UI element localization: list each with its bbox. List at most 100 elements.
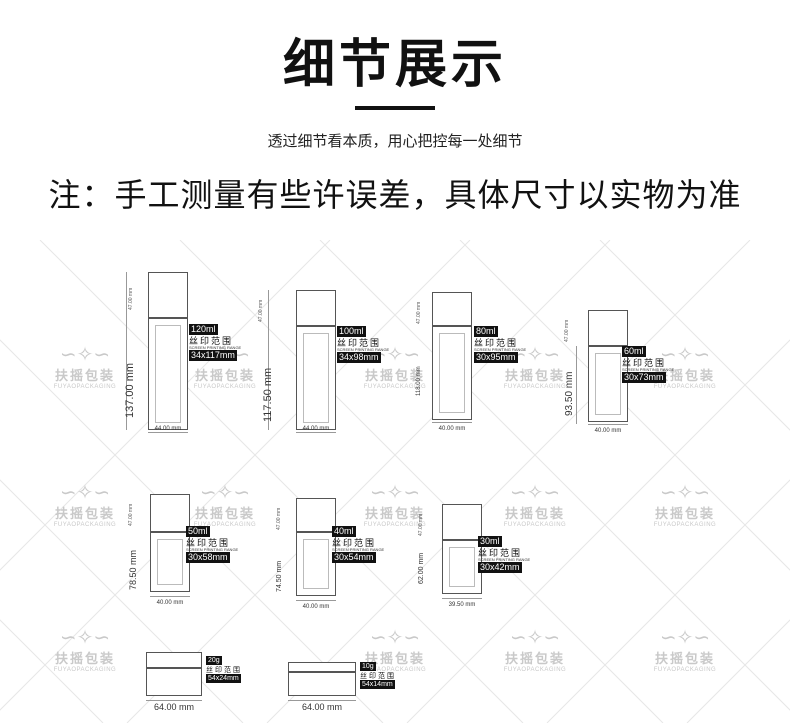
volume-badge: 80ml: [474, 326, 498, 337]
width-dimension-line: [146, 700, 202, 701]
volume-badge: 60ml: [622, 346, 646, 357]
cap-height-dimension: 47.00 mm: [418, 513, 424, 536]
bottle-50ml: 47.00 mm 78.50 mm 40.00 mm 50ml 丝印范围 SCR…: [124, 492, 274, 612]
volume-badge: 30ml: [478, 536, 502, 547]
width-dimension-line: [296, 600, 336, 601]
volume-badge: 120ml: [189, 324, 218, 335]
height-dimension: 74.50 mm: [276, 560, 283, 592]
bottle-30ml: 47.00 mm 62.00 mm 39.50 mm 30ml 丝印范围 SCR…: [414, 502, 564, 614]
width-dimension-line: [442, 598, 482, 599]
width-dimension: 64.00 mm: [153, 702, 195, 712]
print-range-label-en: SCREEN PRINTING RANGE: [186, 547, 239, 552]
spec-label: 60ml 丝印范围 SCREEN PRINTING RANGE 30x73mm: [622, 346, 674, 383]
bottle-body: [296, 532, 336, 596]
height-dimension: 78.50 mm: [128, 549, 138, 590]
volume-badge: 10g: [360, 662, 376, 671]
print-range-label: 丝印范围: [478, 548, 523, 558]
print-range-label-en: SCREEN PRINTING RANGE: [478, 557, 531, 562]
print-size-badge: 34x117mm: [189, 350, 237, 361]
bottle-120ml: 137.00 mm 47.00 mm 44.00 mm 120ml 丝印范围 S…: [110, 268, 310, 438]
jar-10g: 64.00 mm 10g 丝印范围 54x14mm: [276, 660, 436, 720]
print-size-badge: 54x14mm: [360, 680, 395, 689]
width-dimension: 44.00 mm: [302, 426, 330, 432]
spec-label: 100ml 丝印范围 SCREEN PRINTING RANGE 34x98mm: [337, 326, 389, 363]
spec-label: 10g 丝印范围 54x14mm: [360, 662, 396, 689]
jar-lid: [288, 662, 356, 672]
volume-badge: 100ml: [337, 326, 366, 337]
width-dimension-line: [148, 432, 188, 433]
spec-label: 40ml 丝印范围 SCREEN PRINTING RANGE 30x54mm: [332, 526, 384, 563]
width-dimension-line: [150, 596, 190, 597]
jar-lid: [146, 652, 202, 668]
height-dimension: 118.00 mm: [416, 366, 422, 396]
jar-20g: 64.00 mm 20g 丝印范围 54x24mm: [126, 650, 286, 720]
print-size-badge: 30x95mm: [474, 352, 518, 363]
bottle-40ml: 47.00 mm 74.50 mm 40.00 mm 40ml 丝印范围 SCR…: [272, 496, 422, 614]
width-dimension-line: [432, 422, 472, 423]
page-subtitle: 透过细节看本质，用心把控每一处细节: [267, 133, 523, 150]
cap-height-dimension: 47.00 mm: [128, 503, 134, 526]
height-dimension: 117.50 mm: [262, 367, 274, 422]
width-dimension-line: [296, 432, 336, 433]
jar-body: [146, 668, 202, 696]
print-size-badge: 30x54mm: [332, 552, 376, 563]
spec-label: 30ml 丝印范围 SCREEN PRINTING RANGE 30x42mm: [478, 536, 530, 573]
height-dimension: 137.00 mm: [124, 362, 136, 418]
print-size-badge: 54x24mm: [206, 674, 241, 683]
height-dimension-line: [576, 346, 577, 424]
bottle-80ml: 47.00 mm 118.00 mm 40.00 mm 80ml 丝印范围 SC…: [412, 288, 542, 438]
bottle-cap: [296, 498, 336, 532]
print-range-label: 丝印范围: [206, 667, 242, 674]
cap-height-dimension: 47.00 mm: [128, 287, 134, 310]
measurement-note: 注：手工测量有些许误差，具体尺寸以实物为准: [48, 176, 742, 214]
print-range-label: 丝印范围: [186, 538, 231, 548]
bottle-cap: [296, 290, 336, 326]
spec-label: 120ml 丝印范围 SCREEN PRINTING RANGE 34x117m…: [189, 324, 241, 361]
width-dimension: 39.50 mm: [448, 602, 476, 608]
height-dimension: 93.50 mm: [564, 371, 575, 416]
cap-height-dimension: 47.00 mm: [416, 301, 422, 324]
print-range-label: 丝印范围: [474, 338, 519, 348]
spec-label: 80ml 丝印范围 SCREEN PRINTING RANGE 30x95mm: [474, 326, 526, 363]
width-dimension: 44.00 mm: [154, 426, 182, 432]
bottle-cap: [148, 272, 188, 318]
title-divider: [355, 106, 435, 110]
bottle-body: [432, 326, 472, 420]
print-range-label-en: SCREEN PRINTING RANGE: [189, 345, 242, 350]
bottle-body: [442, 540, 482, 594]
width-dimension: 40.00 mm: [302, 604, 330, 610]
bottle-cap: [442, 504, 482, 540]
print-range-label-en: SCREEN PRINTING RANGE: [337, 347, 390, 352]
bottle-cap: [150, 494, 190, 532]
print-range-label-en: SCREEN PRINTING RANGE: [332, 547, 385, 552]
print-range-label: 丝印范围: [360, 673, 396, 680]
print-range-label-en: SCREEN PRINTING RANGE: [622, 367, 675, 372]
width-dimension: 40.00 mm: [438, 426, 466, 432]
cap-height-dimension: 47.00 mm: [564, 319, 570, 342]
bottle-cap: [432, 292, 472, 326]
bottle-60ml: 47.00 mm 93.50 mm 40.00 mm 60ml 丝印范围 SCR…: [560, 306, 700, 438]
print-range-label: 丝印范围: [337, 338, 382, 348]
width-dimension: 64.00 mm: [301, 702, 343, 712]
print-range-label: 丝印范围: [189, 336, 234, 346]
spec-label: 50ml 丝印范围 SCREEN PRINTING RANGE 30x58mm: [186, 526, 238, 563]
page-title: 细节展示: [282, 36, 507, 94]
print-range-label: 丝印范围: [622, 358, 667, 368]
bottle-body: [150, 532, 190, 592]
height-dimension: 62.00 mm: [418, 552, 425, 584]
width-dimension: 40.00 mm: [594, 428, 622, 434]
background-pattern: [0, 240, 790, 723]
width-dimension-line: [288, 700, 356, 701]
